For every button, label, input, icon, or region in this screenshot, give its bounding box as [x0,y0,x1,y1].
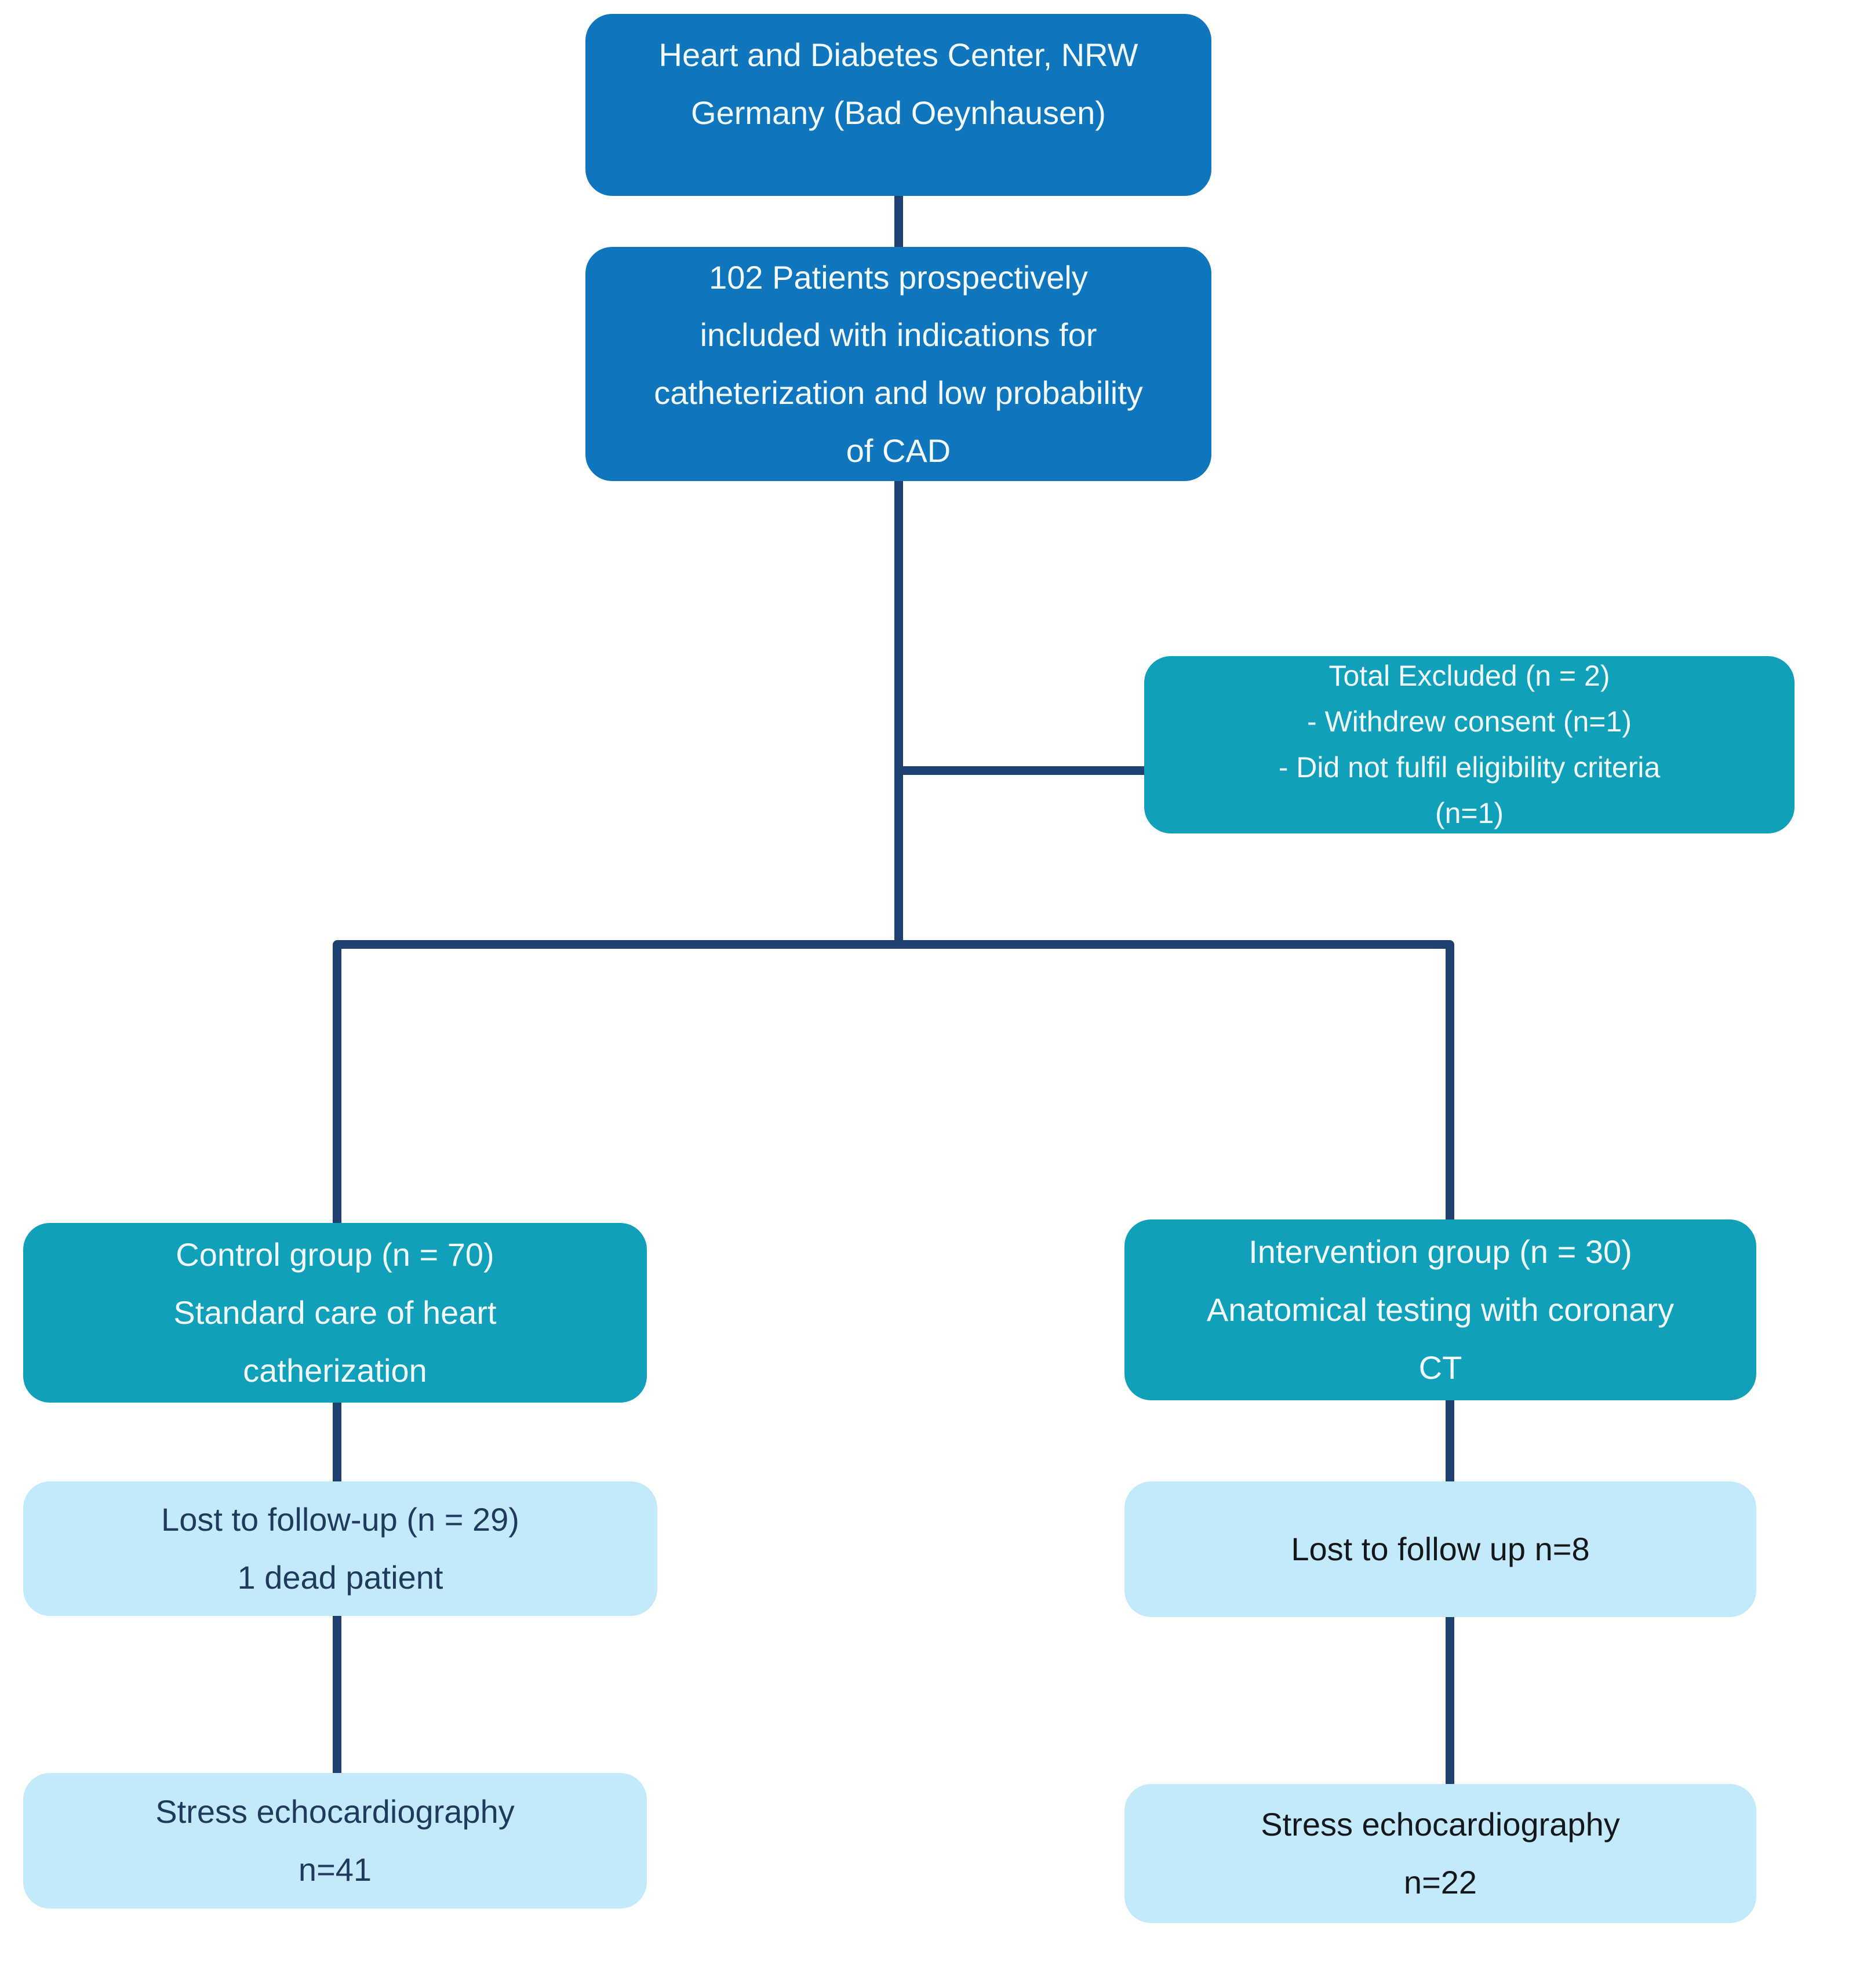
node-text-line: catherization [243,1352,427,1389]
connector-split-horizontal [333,940,1454,949]
node-text-line: (n=1) [1435,797,1504,829]
connector-lost-to-stress-control [333,1614,341,1775]
node-text-line: included with indications for [700,316,1097,354]
node-lost-followup-intervention: Lost to follow up n=8 [1124,1481,1756,1617]
connector-excluded-branch [899,766,1144,775]
node-text-line: 1 dead patient [237,1559,443,1596]
node-text-line: Control group (n = 70) [176,1236,494,1273]
node-heart-diabetes-center: Heart and Diabetes Center, NRW Germany (… [585,14,1211,196]
node-total-excluded: Total Excluded (n = 2) - Withdrew consen… [1144,656,1795,833]
node-text-line: Stress echocardiography [155,1793,515,1830]
node-stress-echo-intervention: Stress echocardiography n=22 [1124,1784,1756,1923]
node-text-line: catheterization and low probability [654,374,1143,411]
node-lost-followup-control: Lost to follow-up (n = 29) 1 dead patien… [23,1481,657,1616]
node-text-line: n=41 [298,1851,372,1888]
node-text-line: Total Excluded (n = 2) [1328,660,1610,692]
connector-control-to-lost [333,1400,341,1484]
node-control-group: Control group (n = 70) Standard care of … [23,1223,647,1403]
node-intervention-group: Intervention group (n = 30) Anatomical t… [1124,1219,1756,1400]
node-text-line: Stress echocardiography [1261,1806,1620,1843]
node-text-line: - Withdrew consent (n=1) [1307,705,1632,738]
connector-site-to-included [894,191,903,249]
node-text-line: Heart and Diabetes Center, NRW [658,37,1138,74]
node-text-line: Anatomical testing with coronary [1206,1291,1675,1328]
connector-intervention-to-lost [1446,1398,1454,1484]
node-text-line: Germany (Bad Oeynhausen) [691,94,1106,131]
node-stress-echo-control: Stress echocardiography n=41 [23,1773,647,1909]
node-text-line: CT [1418,1349,1462,1386]
connector-split-right-vertical [1446,945,1454,1222]
node-patients-included: 102 Patients prospectively included with… [585,247,1211,481]
connector-included-to-split [894,479,903,946]
node-text-line: - Did not fulfil eligibility criteria [1278,751,1661,784]
node-text-line: 102 Patients prospectively [709,258,1088,296]
node-text-line: Standard care of heart [173,1294,497,1331]
connector-lost-to-stress-intervention [1446,1615,1454,1786]
node-text-line: Intervention group (n = 30) [1249,1233,1632,1270]
node-text-line: n=22 [1403,1864,1477,1900]
node-text-line: Lost to follow-up (n = 29) [161,1501,519,1538]
node-text-line: Lost to follow up n=8 [1291,1531,1590,1568]
connector-split-left-vertical [333,945,341,1225]
node-text-line: of CAD [846,432,951,469]
